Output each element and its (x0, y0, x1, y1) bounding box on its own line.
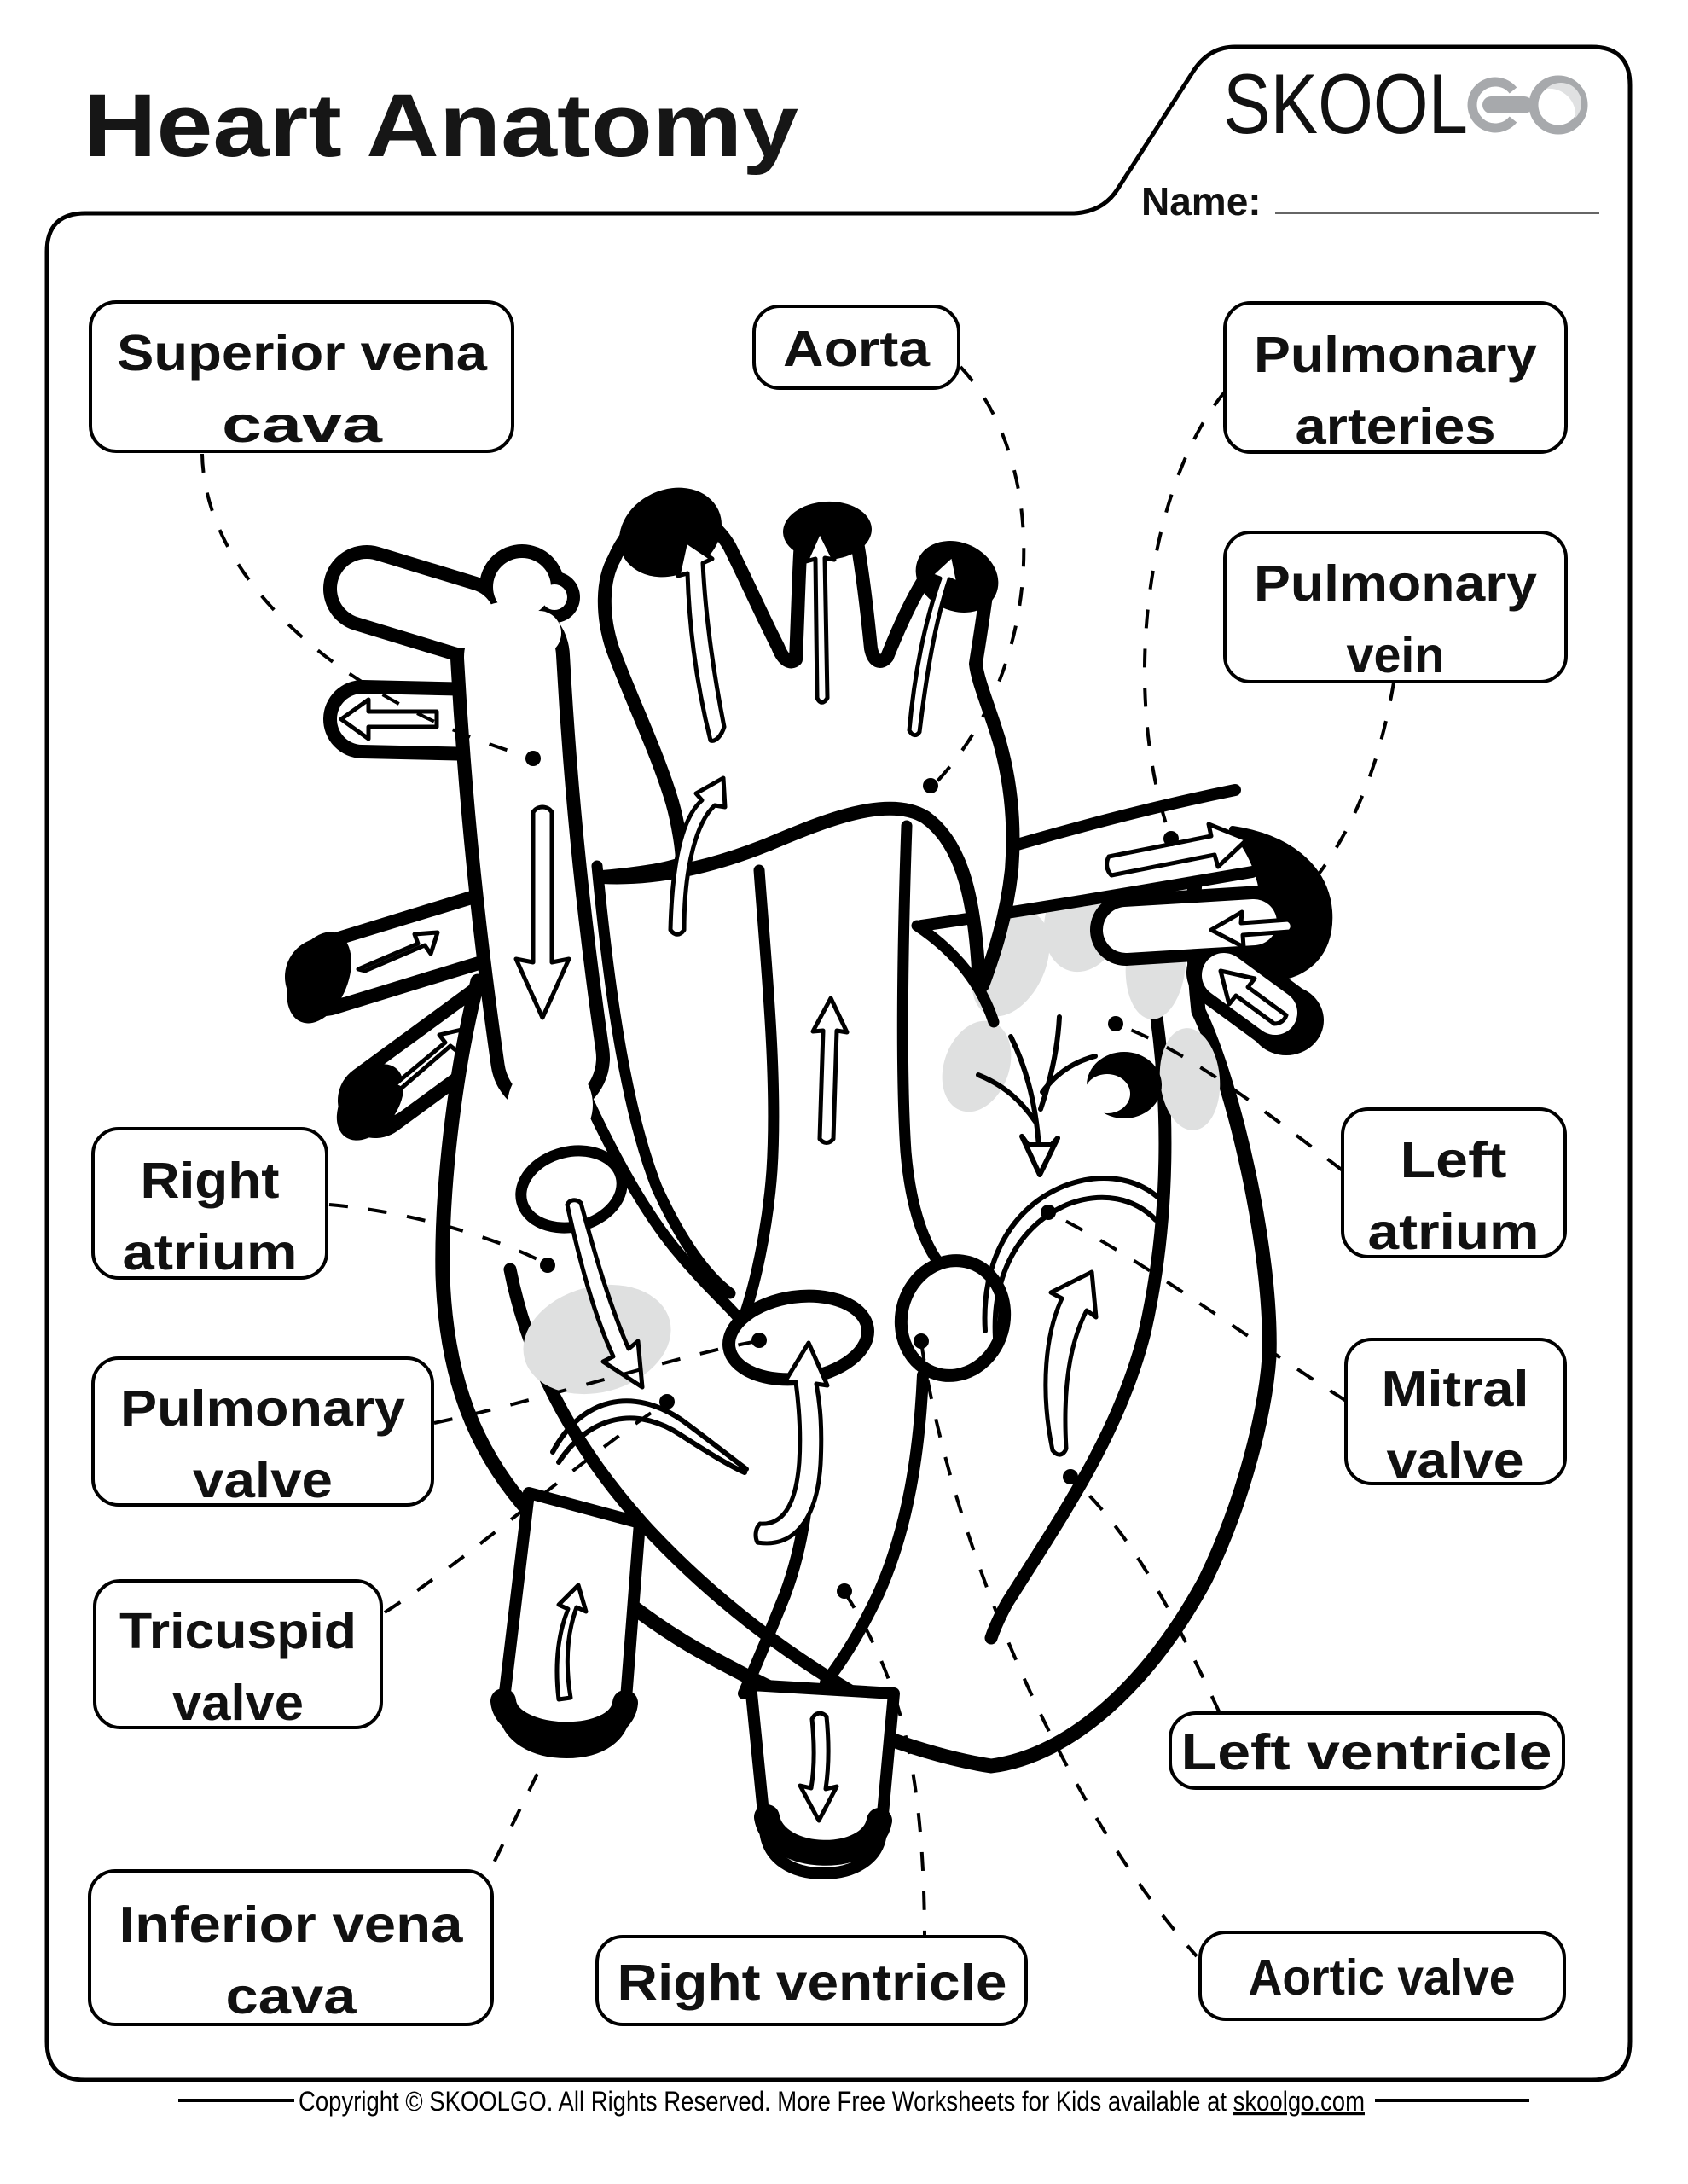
svg-text:vein: vein (1347, 627, 1445, 683)
svg-text:cava: cava (226, 1968, 357, 2024)
svg-text:Left: Left (1401, 1132, 1507, 1188)
svg-text:Pulmonary: Pulmonary (120, 1380, 405, 1437)
svg-text:Name:: Name: (1141, 179, 1262, 224)
svg-text:atrium: atrium (1368, 1204, 1540, 1260)
svg-text:Inferior vena: Inferior vena (119, 1896, 464, 1953)
svg-text:Aorta: Aorta (783, 321, 931, 377)
svg-text:arteries: arteries (1296, 398, 1496, 455)
svg-text:cava: cava (222, 397, 384, 453)
svg-text:Pulmonary: Pulmonary (1254, 555, 1537, 612)
svg-text:Copyright © SKOOLGO. All Right: Copyright © SKOOLGO. All Rights Reserved… (299, 2086, 1365, 2117)
svg-text:Right ventricle: Right ventricle (618, 1955, 1007, 2011)
svg-text:Heart Anatomy: Heart Anatomy (84, 76, 798, 176)
svg-text:Tricuspid: Tricuspid (119, 1603, 357, 1659)
svg-text:Mitral: Mitral (1382, 1361, 1529, 1417)
svg-text:valve: valve (193, 1452, 333, 1508)
svg-text:Right: Right (141, 1153, 280, 1209)
svg-text:valve: valve (172, 1675, 304, 1731)
svg-text:Pulmonary: Pulmonary (1254, 327, 1537, 383)
svg-text:Left ventricle: Left ventricle (1181, 1724, 1552, 1780)
svg-text:atrium: atrium (123, 1224, 298, 1281)
svg-text:valve: valve (1387, 1432, 1524, 1489)
svg-text:Aortic valve: Aortic valve (1249, 1949, 1516, 2006)
svg-text:SKOOL: SKOOL (1223, 56, 1468, 151)
svg-text:Superior vena: Superior vena (117, 325, 488, 381)
